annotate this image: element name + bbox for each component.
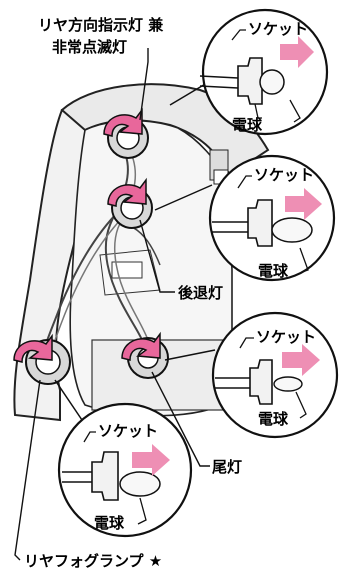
combo-lamp-label-line1: リヤ方向指示灯 兼 bbox=[38, 16, 164, 34]
fog-lamp-socket bbox=[13, 335, 71, 385]
inset-3-socket-label: ソケット bbox=[256, 328, 316, 346]
inset-2-bulb-label: 電球 bbox=[258, 262, 289, 280]
inset-3 bbox=[164, 311, 339, 439]
inset-1-bulb-label: 電球 bbox=[232, 116, 263, 134]
inset-4 bbox=[54, 379, 193, 538]
combo-lamp-socket bbox=[103, 109, 149, 159]
leader-lines bbox=[14, 48, 210, 561]
tail-lamp-socket bbox=[121, 333, 169, 379]
inset-1 bbox=[169, 8, 329, 136]
inset-2 bbox=[154, 154, 336, 282]
fog-lamp-label: リヤフォグランプ ★ bbox=[24, 552, 162, 570]
inset-2-socket-label: ソケット bbox=[254, 166, 314, 184]
backup-lamp-label: 後退灯 bbox=[177, 284, 223, 302]
inset-4-socket-label: ソケット bbox=[98, 422, 158, 440]
inset-4-bulb-label: 電球 bbox=[94, 514, 125, 532]
backup-lamp-socket bbox=[107, 179, 153, 229]
inset-1-socket-label: ソケット bbox=[248, 20, 308, 38]
combo-lamp-label-line2: 非常点滅灯 bbox=[52, 38, 127, 56]
tail-lamp-label: 尾灯 bbox=[212, 458, 242, 476]
inset-3-bulb-label: 電球 bbox=[258, 410, 289, 428]
